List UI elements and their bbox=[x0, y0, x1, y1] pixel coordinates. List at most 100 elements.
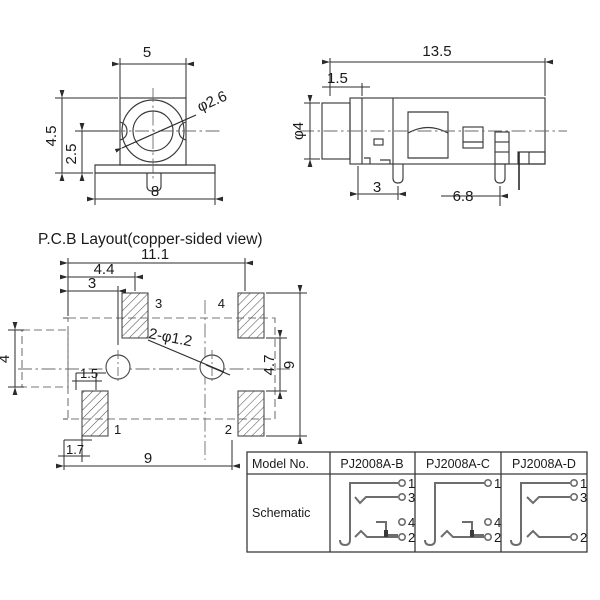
pcb-pad-3 bbox=[121, 292, 149, 339]
b-contact-2-path bbox=[354, 529, 398, 538]
front-right-clip bbox=[178, 121, 187, 141]
schematic-table bbox=[246, 451, 588, 553]
pcb-dim-left-height bbox=[8, 322, 24, 395]
side-dim-1_5-label: 1.5 bbox=[327, 70, 348, 87]
pcb-pads bbox=[81, 292, 265, 437]
pcb-dim-bottom-width bbox=[56, 440, 240, 470]
b-pin-label-4: 4 bbox=[408, 515, 415, 530]
pcb-layout-title: P.C.B Layout(copper-sided view) bbox=[38, 231, 263, 248]
side-dim-phi4-label: φ4 bbox=[290, 122, 307, 140]
side-contact-stack bbox=[494, 131, 510, 165]
table-header-variant-c: PJ2008A-C bbox=[426, 457, 490, 471]
side-pin-1 bbox=[392, 164, 404, 184]
pcb-dim-3-label: 3 bbox=[88, 275, 96, 292]
side-dim-pin-first bbox=[350, 166, 406, 200]
d-pin-label-1: 1 bbox=[580, 476, 587, 491]
front-dim-width-bottom bbox=[87, 173, 223, 205]
pcb-pad-label-3: 3 bbox=[155, 296, 162, 311]
table-header-model: Model No. bbox=[252, 457, 309, 471]
c-terminal-4 bbox=[483, 517, 492, 526]
side-dim-13_5-label: 13.5 bbox=[422, 43, 451, 60]
pcb-outline bbox=[21, 317, 276, 420]
table-header-variant-d: PJ2008A-D bbox=[512, 457, 576, 471]
front-center-pin bbox=[146, 173, 162, 192]
side-pin-2 bbox=[494, 164, 506, 184]
pcb-dim-9-right-label: 9 bbox=[281, 361, 298, 369]
pcb-dim-left-offset bbox=[60, 286, 126, 345]
side-foot-b bbox=[380, 159, 391, 164]
pcb-dim-4_4-label: 4.4 bbox=[94, 261, 115, 278]
pcb-pad-label-1: 1 bbox=[114, 422, 121, 437]
side-dim-barrel-dia bbox=[304, 95, 320, 167]
front-centerlines bbox=[88, 88, 222, 180]
pcb-ref-lines bbox=[63, 317, 68, 420]
side-small-slot bbox=[373, 138, 384, 146]
pcb-pad-1 bbox=[81, 390, 109, 437]
schematic-diagram-b bbox=[339, 482, 398, 547]
pcb-dim-1_7-label: 1.7 bbox=[66, 442, 84, 457]
c-contact-2-path bbox=[440, 529, 484, 538]
b-terminal-3 bbox=[397, 492, 406, 501]
b-terminal-1 bbox=[397, 478, 406, 487]
c-switch-blade bbox=[470, 530, 474, 537]
pcb-dim-4_7-label: 4.7 bbox=[261, 355, 278, 376]
schematic-c-terminals bbox=[483, 478, 492, 541]
pcb-dim-9-bottom-label: 9 bbox=[144, 450, 152, 467]
front-dim-width-top bbox=[112, 58, 194, 98]
b-terminal-4 bbox=[397, 517, 406, 526]
c-contact-4-path bbox=[462, 521, 484, 536]
side-dim-collar bbox=[322, 83, 370, 96]
front-dim-5-label: 5 bbox=[143, 44, 151, 61]
side-dim-pin-span bbox=[441, 186, 508, 206]
schematic-diagram-d bbox=[510, 482, 570, 547]
b-pin-label-3: 3 bbox=[408, 490, 415, 505]
pcb-dim-small-offset bbox=[72, 372, 106, 390]
c-terminal-1 bbox=[483, 478, 492, 487]
pcb-pad-4 bbox=[237, 292, 265, 339]
pcb-left-dashed bbox=[21, 329, 69, 388]
front-dim-height-inner bbox=[75, 123, 118, 181]
front-dim-2_5-label: 2.5 bbox=[63, 144, 80, 165]
d-terminal-2 bbox=[569, 532, 578, 541]
side-boss bbox=[407, 111, 449, 159]
d-contact-3-path bbox=[526, 496, 570, 505]
schematic-diagram-c bbox=[424, 482, 484, 547]
front-inner-circle bbox=[132, 110, 174, 152]
front-left-clip bbox=[119, 121, 128, 141]
b-switch-blade bbox=[384, 530, 388, 537]
b-contact-4-path bbox=[376, 521, 398, 536]
d-sleeve-path bbox=[510, 482, 570, 547]
pcb-hole-callout-leader bbox=[147, 339, 231, 376]
pcb-dim-11_1-label: 11.1 bbox=[141, 246, 169, 263]
leader-line bbox=[114, 114, 197, 153]
table-border bbox=[246, 451, 588, 553]
c-sleeve-path bbox=[424, 482, 484, 547]
pcb-pad-2 bbox=[237, 390, 265, 437]
pcb-dim-4-label: 4 bbox=[0, 355, 13, 363]
c-pin-label-4: 4 bbox=[494, 515, 501, 530]
table-header-variant-b: PJ2008A-B bbox=[340, 457, 403, 471]
b-terminal-2 bbox=[397, 532, 406, 541]
pcb-dim-right-inner bbox=[266, 330, 287, 399]
d-contact-2-path bbox=[526, 529, 570, 538]
d-terminal-1 bbox=[569, 478, 578, 487]
pcb-dim-right-outer bbox=[266, 285, 307, 444]
schematic-b-terminals bbox=[397, 478, 406, 541]
d-terminal-3 bbox=[569, 492, 578, 501]
side-dim-3-label: 3 bbox=[373, 179, 381, 196]
side-window bbox=[462, 126, 484, 149]
pcb-dim-1_5-label: 1.5 bbox=[80, 366, 98, 381]
c-terminal-2 bbox=[483, 532, 492, 541]
table-row-label-schematic: Schematic bbox=[252, 506, 310, 520]
pcb-pad-label-2: 2 bbox=[225, 422, 232, 437]
c-pin-label-1: 1 bbox=[494, 476, 501, 491]
front-dia-leader bbox=[114, 114, 197, 153]
b-contact-3-path bbox=[354, 496, 398, 505]
d-pin-label-2: 2 bbox=[580, 530, 587, 545]
b-sleeve-path bbox=[339, 482, 398, 547]
b-pin-label-1: 1 bbox=[408, 476, 415, 491]
side-dim-6_8-label: 6.8 bbox=[453, 188, 474, 205]
c-pin-label-2: 2 bbox=[494, 530, 501, 545]
